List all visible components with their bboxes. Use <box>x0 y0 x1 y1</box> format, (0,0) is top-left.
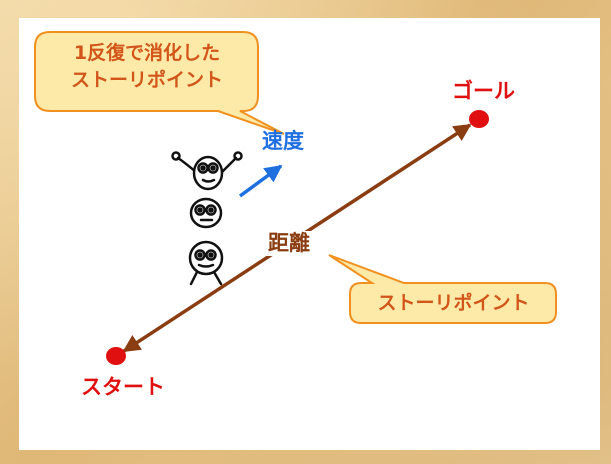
speed-label: 速度 <box>262 129 304 153</box>
callout-top-line-1: 1反復で消化した <box>73 42 221 64</box>
callout-top-text: 1反復で消化した ストーリポイント <box>36 40 258 94</box>
stacked-robots-icon <box>171 151 243 286</box>
callout-bottom-text: ストーリポイント <box>377 292 530 314</box>
goal-dot <box>469 110 489 128</box>
start-label: スタート <box>81 375 165 399</box>
start-dot <box>106 347 126 365</box>
distance-label: 距離 <box>266 231 312 256</box>
callout-top-shape <box>34 31 285 135</box>
callout-top-line-2: ストーリポイント <box>70 69 223 91</box>
goal-label: ゴール <box>452 79 515 103</box>
speed-arrow <box>238 164 283 198</box>
